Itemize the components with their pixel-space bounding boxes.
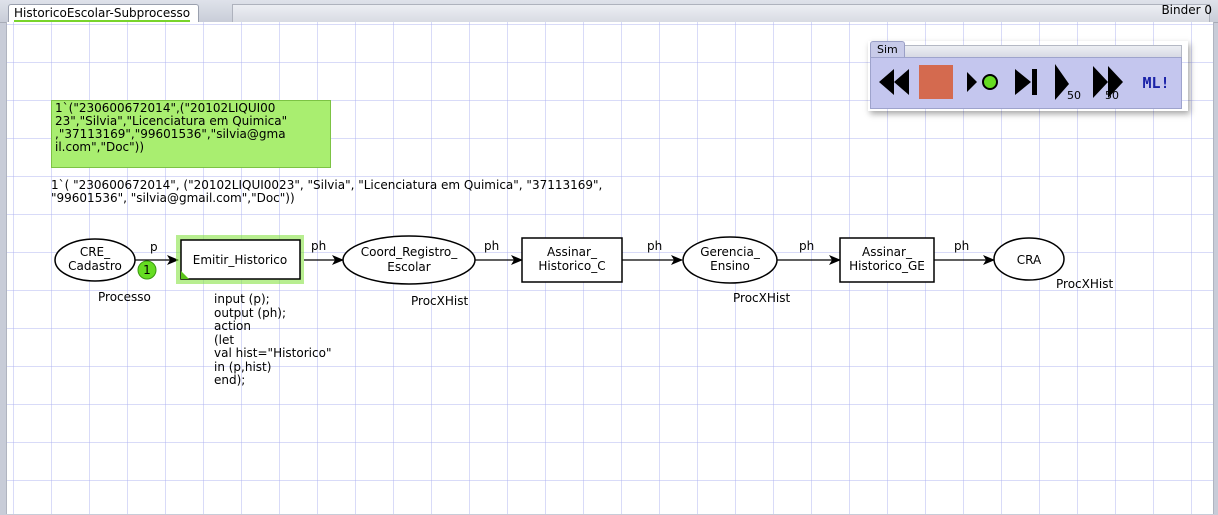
place-label-line1: Gerencia_: [700, 245, 761, 259]
svg-text:1: 1: [143, 263, 151, 277]
arc-label-ph-4: ph: [799, 239, 814, 253]
arc-label-ph-3: ph: [647, 239, 662, 253]
transition-label-line1: Assinar_: [547, 245, 598, 259]
token-count-badge: 1: [137, 260, 157, 280]
ml-evaluate-button[interactable]: ML!: [1139, 64, 1173, 100]
current-marking-box[interactable]: 1`("230600672014",("20102LIQUI00 23","Si…: [51, 100, 331, 168]
place-cre-cadastro[interactable]: CRE_ Cadastro: [54, 238, 136, 282]
arc-label-ph-5: ph: [954, 239, 969, 253]
tab-bar: HistoricoEscolar-Subprocesso Binder 0: [0, 0, 1218, 23]
sim-palette-tab[interactable]: Sim: [870, 41, 905, 58]
place-label-line1: Coord_Registro_: [361, 245, 459, 259]
svg-text:ML!: ML!: [1142, 74, 1169, 92]
transition-label-line2: Historico_GE: [849, 259, 925, 273]
transition-code-segment[interactable]: input (p); output (ph); action (let val …: [214, 292, 332, 387]
place-type-procxhist-1: ProcXHist: [411, 294, 468, 308]
place-label-line2: Ensino: [710, 259, 750, 273]
ml-icon: ML!: [1142, 74, 1169, 92]
sim-palette-body: 50 50 ML!: [870, 57, 1182, 109]
rewind-icon: [879, 69, 909, 95]
initial-marking-text[interactable]: 1`( "230600672014", ("20102LIQUI0023", "…: [51, 178, 603, 205]
transition-label: Emitir_Historico: [193, 253, 287, 267]
step-forward-button[interactable]: [1009, 64, 1043, 100]
play-50-steps-button[interactable]: 50: [1049, 64, 1083, 102]
step-count-label: 50: [1105, 89, 1119, 102]
place-label: CRA: [1017, 253, 1042, 267]
place-label-line1: CRE_: [80, 245, 111, 259]
transition-emitir-historico[interactable]: Emitir_Historico: [176, 235, 304, 284]
transition-assinar-historico-c[interactable]: Assinar_ Historico_C: [521, 237, 623, 283]
fast-forward-50-button[interactable]: 50: [1091, 64, 1131, 102]
place-cra[interactable]: CRA: [993, 237, 1065, 281]
arc-label-ph-1: ph: [311, 239, 326, 253]
step-forward-icon: [1015, 69, 1037, 95]
transition-assinar-historico-ge[interactable]: Assinar_ Historico_GE: [839, 237, 935, 283]
place-label-line2: Cadastro: [68, 259, 122, 273]
stop-button[interactable]: [919, 64, 953, 100]
arc-label-p: p: [150, 240, 158, 254]
current-marking-text: 1`("230600672014",("20102LIQUI00 23","Si…: [55, 101, 288, 154]
play-single-step-button[interactable]: [963, 64, 1003, 100]
tab-label: HistoricoEscolar-Subprocesso: [14, 6, 191, 22]
transition-label-line1: Assinar_: [862, 245, 913, 259]
tab-bar-fill: [232, 4, 1210, 22]
place-type-procxhist-2: ProcXHist: [733, 291, 790, 305]
stop-icon: [919, 65, 953, 99]
place-coord-registro-escolar[interactable]: Coord_Registro_ Escolar: [342, 235, 476, 285]
binder-label: Binder 0: [1161, 3, 1212, 17]
place-gerencia-ensino[interactable]: Gerencia_ Ensino: [682, 236, 778, 284]
place-type-processo: Processo: [98, 290, 151, 304]
arc-label-ph-2: ph: [484, 239, 499, 253]
play-token-icon: [967, 72, 998, 92]
rewind-button[interactable]: [877, 64, 911, 100]
sim-palette: Sim: [868, 41, 1188, 111]
step-count-label: 50: [1067, 89, 1081, 102]
fast-forward-icon: 50: [1093, 66, 1123, 102]
place-type-procxhist-3: ProcXHist: [1056, 277, 1113, 291]
play-steps-icon: 50: [1055, 64, 1081, 102]
place-label-line2: Escolar: [387, 260, 430, 274]
transition-label-line2: Historico_C: [538, 259, 605, 273]
tab-historico-escolar[interactable]: HistoricoEscolar-Subprocesso: [8, 4, 200, 22]
